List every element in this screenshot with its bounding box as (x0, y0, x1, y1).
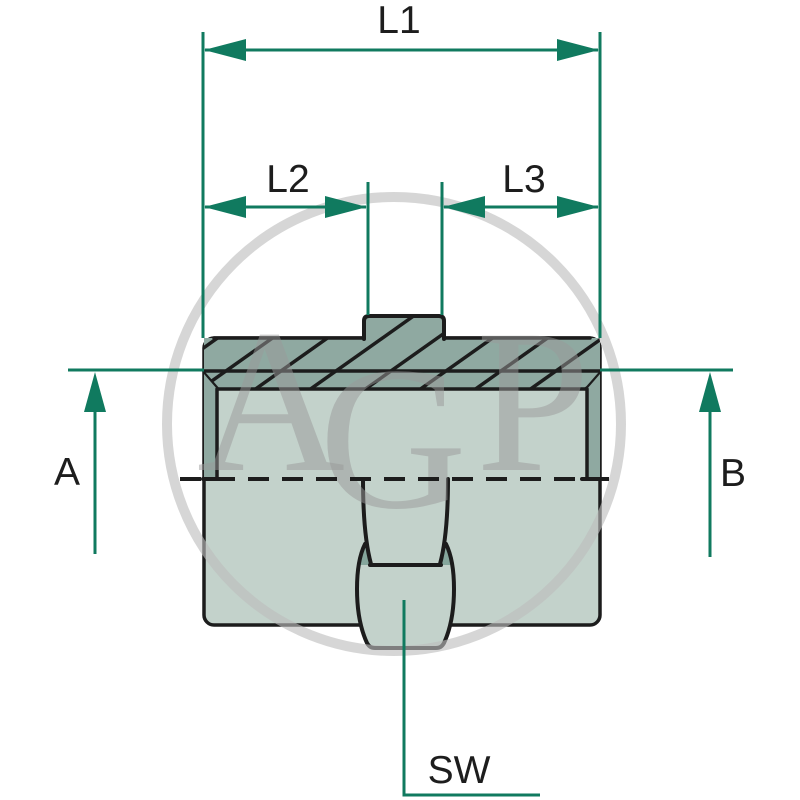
dim-label-a: A (54, 451, 80, 494)
arrowhead-right-icon (325, 196, 367, 218)
dimension-l1: L1 (201, 0, 602, 338)
arrowhead-up-icon (84, 372, 106, 412)
nut-edge-left (361, 477, 373, 566)
nut-edge-right (438, 477, 450, 566)
dimension-l3: L3 (440, 158, 599, 315)
dim-label-b: B (720, 452, 746, 495)
arrowhead-right-icon (557, 196, 599, 218)
watermark-letter-g: G (319, 325, 467, 552)
sw-leader-line (402, 600, 540, 797)
arrowhead-right-icon (557, 39, 599, 61)
dim-label-l1: L1 (377, 0, 420, 42)
dimension-a: A (54, 368, 204, 554)
dimension-sw: SW (402, 600, 540, 797)
arrowhead-left-icon (443, 196, 485, 218)
thread-strip-right (580, 374, 603, 481)
dimension-b: B (600, 368, 746, 557)
arrowhead-left-icon (204, 39, 246, 61)
dim-label-l2: L2 (266, 158, 309, 201)
fitting-body (201, 314, 603, 650)
arrowhead-up-icon (699, 372, 721, 412)
hex-nut (355, 477, 456, 650)
dim-label-l3: L3 (502, 158, 545, 201)
dim-label-sw: SW (428, 749, 491, 792)
dimension-l2: L2 (204, 158, 370, 315)
center-collar-outline (362, 314, 446, 341)
arrowhead-left-icon (204, 196, 246, 218)
watermark-circle (162, 192, 626, 656)
